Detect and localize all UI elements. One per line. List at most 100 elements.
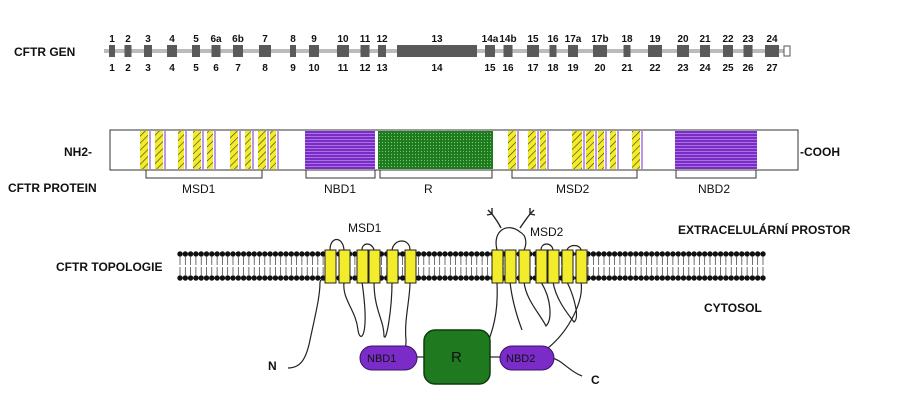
nbd1-pill xyxy=(359,345,418,371)
lipid-head xyxy=(590,251,597,257)
protein-label: CFTR PROTEIN xyxy=(8,181,97,195)
tm-segment xyxy=(178,131,184,169)
lipid-head xyxy=(288,275,294,281)
exon-number-label: 17 xyxy=(527,63,539,74)
lipid-head xyxy=(267,251,273,257)
lipid-head xyxy=(177,275,183,281)
nbd1-block xyxy=(305,131,375,169)
lipid-head xyxy=(691,251,697,257)
c-terminus-label: C xyxy=(591,373,600,387)
exon-block xyxy=(648,45,662,57)
lipid-head xyxy=(304,251,310,257)
lipid-head xyxy=(293,275,300,281)
exon-legacy-label: 15 xyxy=(527,34,539,45)
cooh-label: -COOH xyxy=(800,145,840,159)
tm-segment xyxy=(586,131,594,169)
lipid-head xyxy=(187,251,194,257)
lipid-head xyxy=(283,275,289,281)
nbd2-block xyxy=(675,131,757,169)
lipid-head xyxy=(479,275,485,281)
lipid-head xyxy=(193,275,199,281)
exon-legacy-label: 14b xyxy=(499,34,516,45)
exon-legacy-label: 20 xyxy=(677,34,689,45)
exon-number-label: 5 xyxy=(193,63,199,74)
exon-number-label: 13 xyxy=(376,63,388,74)
lipid-head xyxy=(262,251,268,257)
nbd2-protein-label: NBD2 xyxy=(698,182,730,196)
msd2-topology-label: MSD2 xyxy=(530,225,564,239)
exon-legacy-label: 19 xyxy=(649,34,661,45)
lipid-head xyxy=(744,251,750,257)
exon-legacy-label: 22 xyxy=(722,34,734,45)
lipid-head xyxy=(240,251,247,257)
lipid-head xyxy=(203,275,210,281)
lipid-head xyxy=(431,251,438,257)
lipid-head xyxy=(187,275,194,281)
lipid-head xyxy=(638,251,644,257)
lipid-head xyxy=(399,251,406,257)
lipid-head xyxy=(659,251,665,257)
lipid-head xyxy=(606,275,612,281)
lipid-head xyxy=(686,275,692,281)
msd1-topology-label: MSD1 xyxy=(348,221,382,235)
exon-block xyxy=(192,45,200,57)
exon-block xyxy=(109,45,115,57)
lipid-head xyxy=(209,275,215,281)
lipid-head xyxy=(712,275,718,281)
lipid-head xyxy=(315,275,321,281)
lipid-head xyxy=(278,251,284,257)
lipid-head xyxy=(309,251,316,257)
lipid-head xyxy=(723,251,729,257)
tm-segment xyxy=(258,131,266,169)
exon-legacy-label: 17a xyxy=(565,34,582,45)
lipid-head xyxy=(611,251,618,257)
exon-block xyxy=(290,45,296,57)
exon-number-label: 20 xyxy=(594,63,606,74)
lipid-head xyxy=(691,275,697,281)
tm-helix xyxy=(338,249,351,284)
exon-block xyxy=(765,45,779,57)
exon-number-label: 27 xyxy=(766,63,778,74)
exon-block xyxy=(211,45,221,57)
lipid-head xyxy=(468,275,475,281)
lipid-head xyxy=(484,251,491,257)
lipid-head xyxy=(399,275,406,281)
lipid-head xyxy=(601,275,607,281)
exon-number-label: 23 xyxy=(677,63,689,74)
gene-track xyxy=(104,45,791,57)
lipid-head xyxy=(447,275,453,281)
lipid-head xyxy=(643,275,650,281)
lipid-head xyxy=(267,275,273,281)
msd1-transmembrane-segments xyxy=(140,131,279,169)
exon-legacy-label: 17b xyxy=(591,34,608,45)
exon-legacy-label: 5 xyxy=(193,34,199,45)
exon-legacy-label: 4 xyxy=(169,34,175,45)
tm-segment xyxy=(572,131,582,169)
exon-block xyxy=(167,45,177,57)
lipid-head xyxy=(749,251,756,257)
exon-legacy-label: 7 xyxy=(262,34,268,45)
lipid-head xyxy=(219,275,226,281)
lipid-head xyxy=(463,251,469,257)
transmembrane-helices xyxy=(324,249,588,284)
lipid-head xyxy=(617,251,623,257)
lipid-head xyxy=(272,275,279,281)
glycosylation-icon xyxy=(486,208,536,229)
exon-legacy-label: 6b xyxy=(232,34,244,45)
tm-segment xyxy=(245,131,251,169)
lipid-head xyxy=(760,251,766,257)
lipid-head xyxy=(246,275,252,281)
msd1-bracket xyxy=(145,170,263,179)
exon-block xyxy=(527,45,539,57)
r-bracket xyxy=(379,170,493,179)
exon-number-label: 1 xyxy=(109,63,115,74)
tm-segment xyxy=(270,131,276,169)
exon-block xyxy=(549,45,557,57)
msd2-bracket xyxy=(511,170,638,179)
lipid-head xyxy=(484,275,491,281)
exon-number-label: 2 xyxy=(125,63,131,74)
tm-segment xyxy=(207,131,213,169)
tm-helix xyxy=(504,249,517,284)
lipid-head xyxy=(702,275,708,281)
lipid-head xyxy=(426,251,432,257)
